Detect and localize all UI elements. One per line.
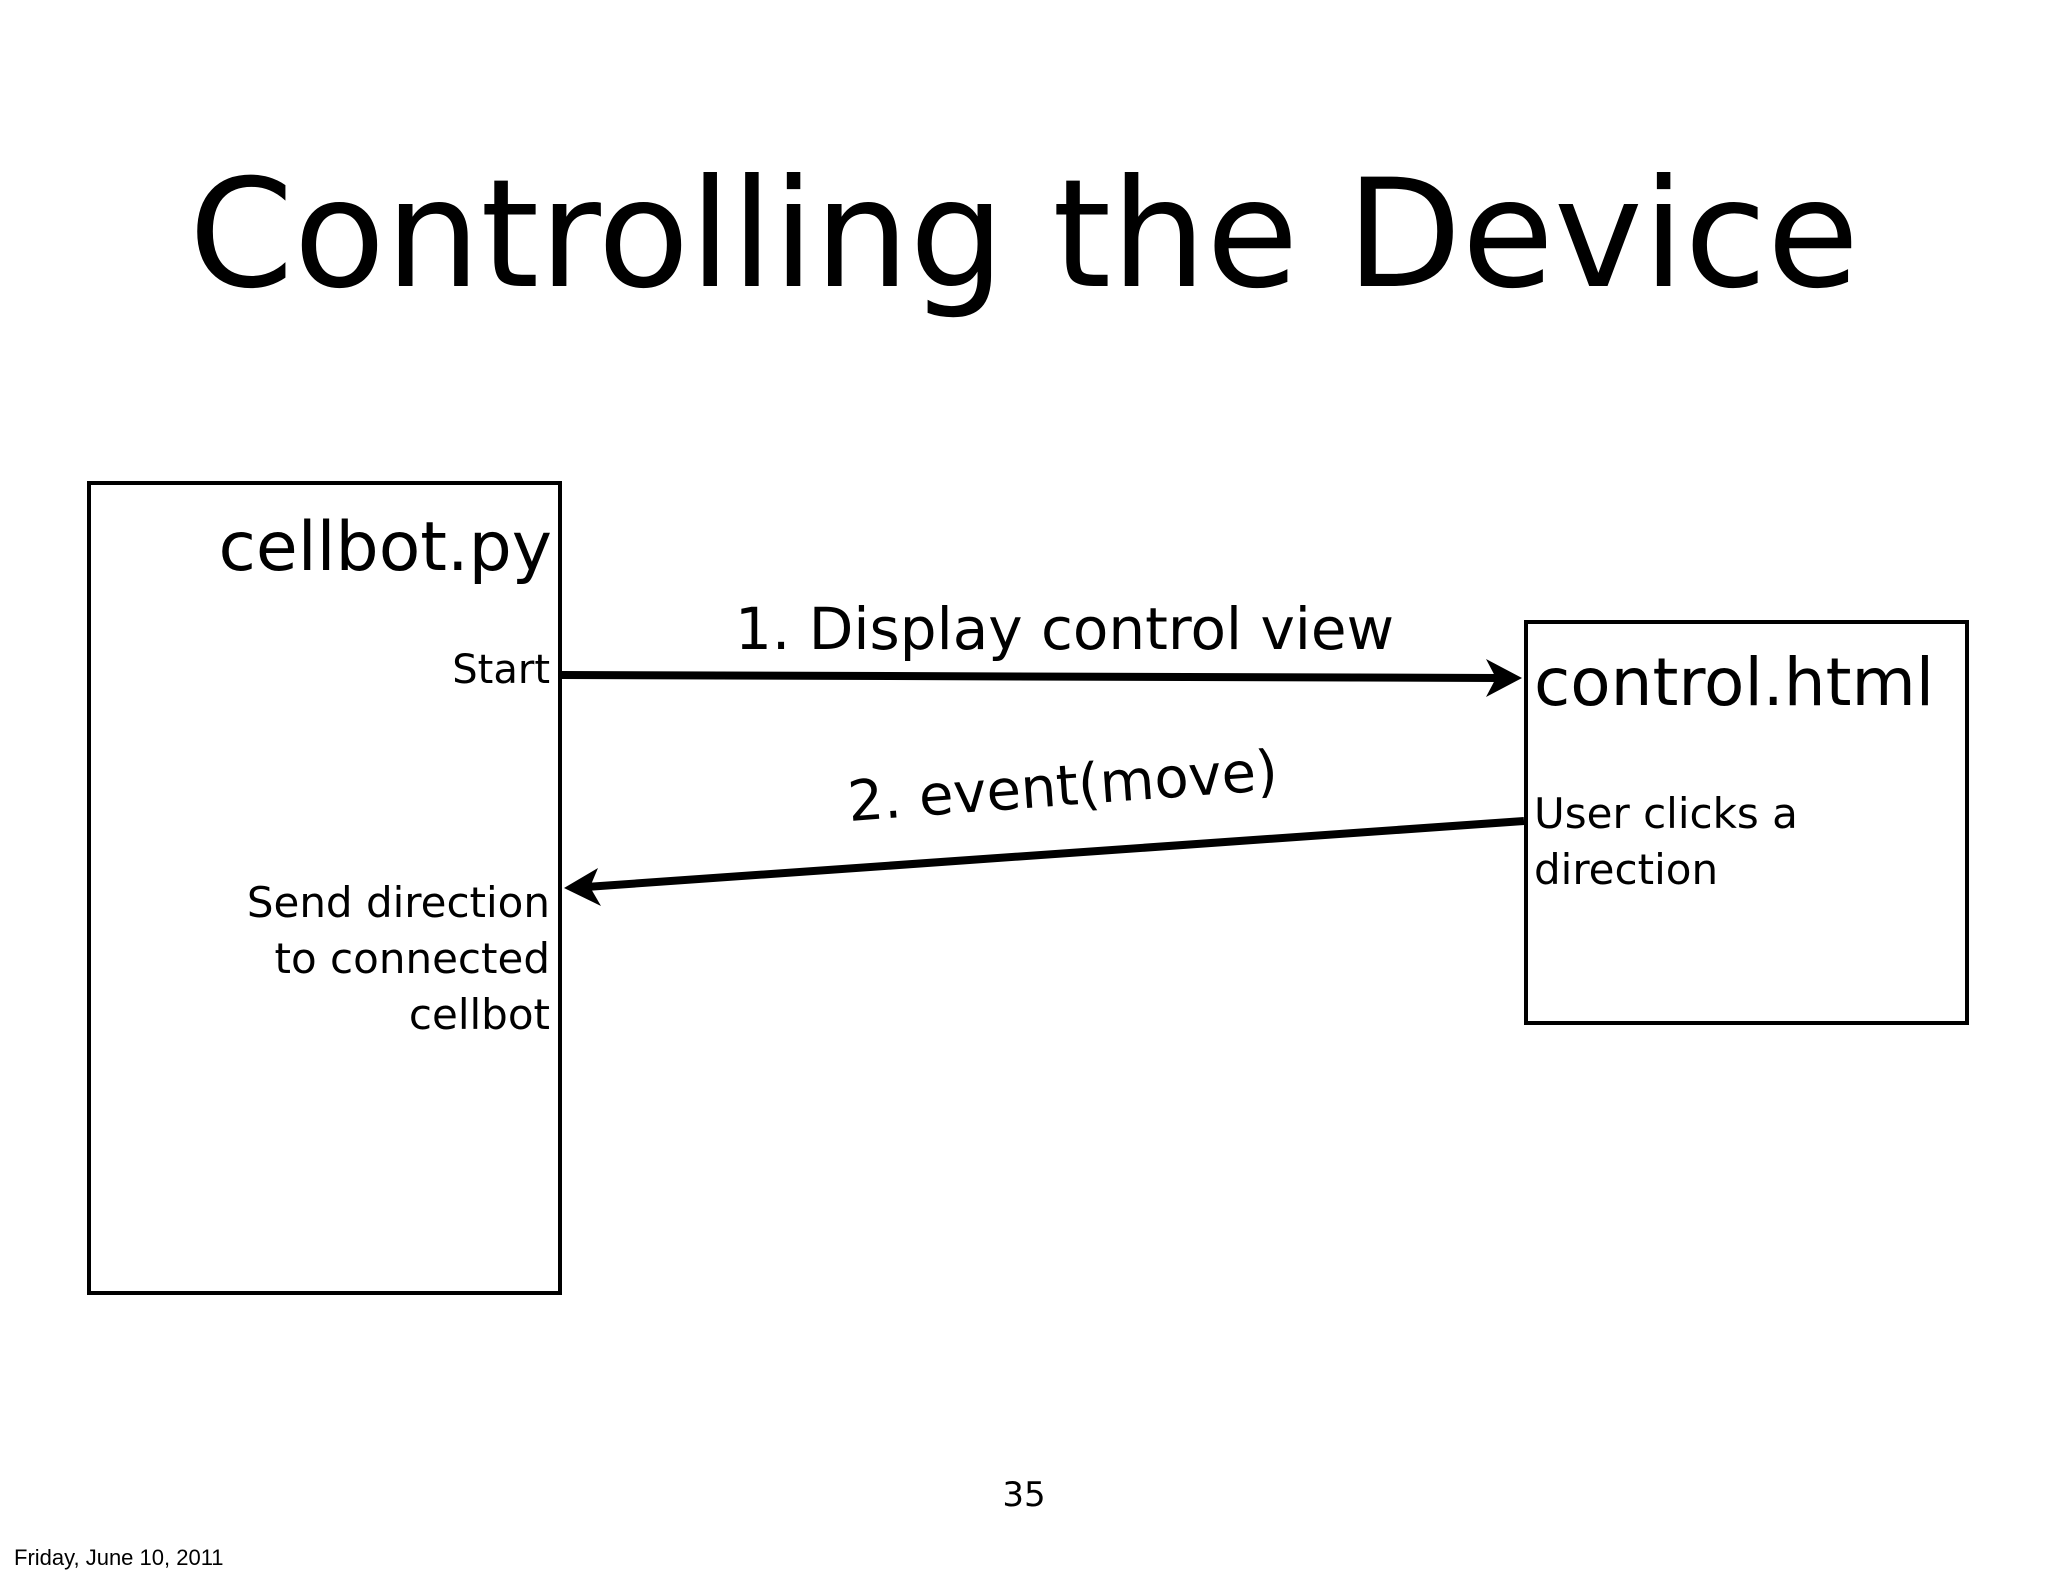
display-control-view-arrow <box>561 659 1522 697</box>
user-clicks-label: User clicks a direction <box>1534 789 1798 894</box>
control-html-title: control.html <box>1534 644 1935 721</box>
cellbot-py-title: cellbot.py <box>218 508 552 587</box>
control-html-box <box>1524 620 1969 1025</box>
display-arrow-head <box>1486 659 1522 697</box>
display-arrow-shaft <box>561 671 1499 682</box>
start-label: Start <box>452 647 550 693</box>
slide-title: Controlling the Device <box>188 148 1860 322</box>
event-move-arrow <box>564 817 1525 906</box>
display-control-view-label: 1. Display control view <box>735 595 1395 663</box>
cellbot-py-box <box>87 481 562 1295</box>
event-arrow-head <box>564 868 601 906</box>
event-arrow-shaft <box>585 817 1525 891</box>
send-direction-label: Send direction to connected cellbot <box>246 878 550 1039</box>
footer-date: Friday, June 10, 2011 <box>14 1545 224 1570</box>
page-number: 35 <box>1002 1475 1046 1515</box>
